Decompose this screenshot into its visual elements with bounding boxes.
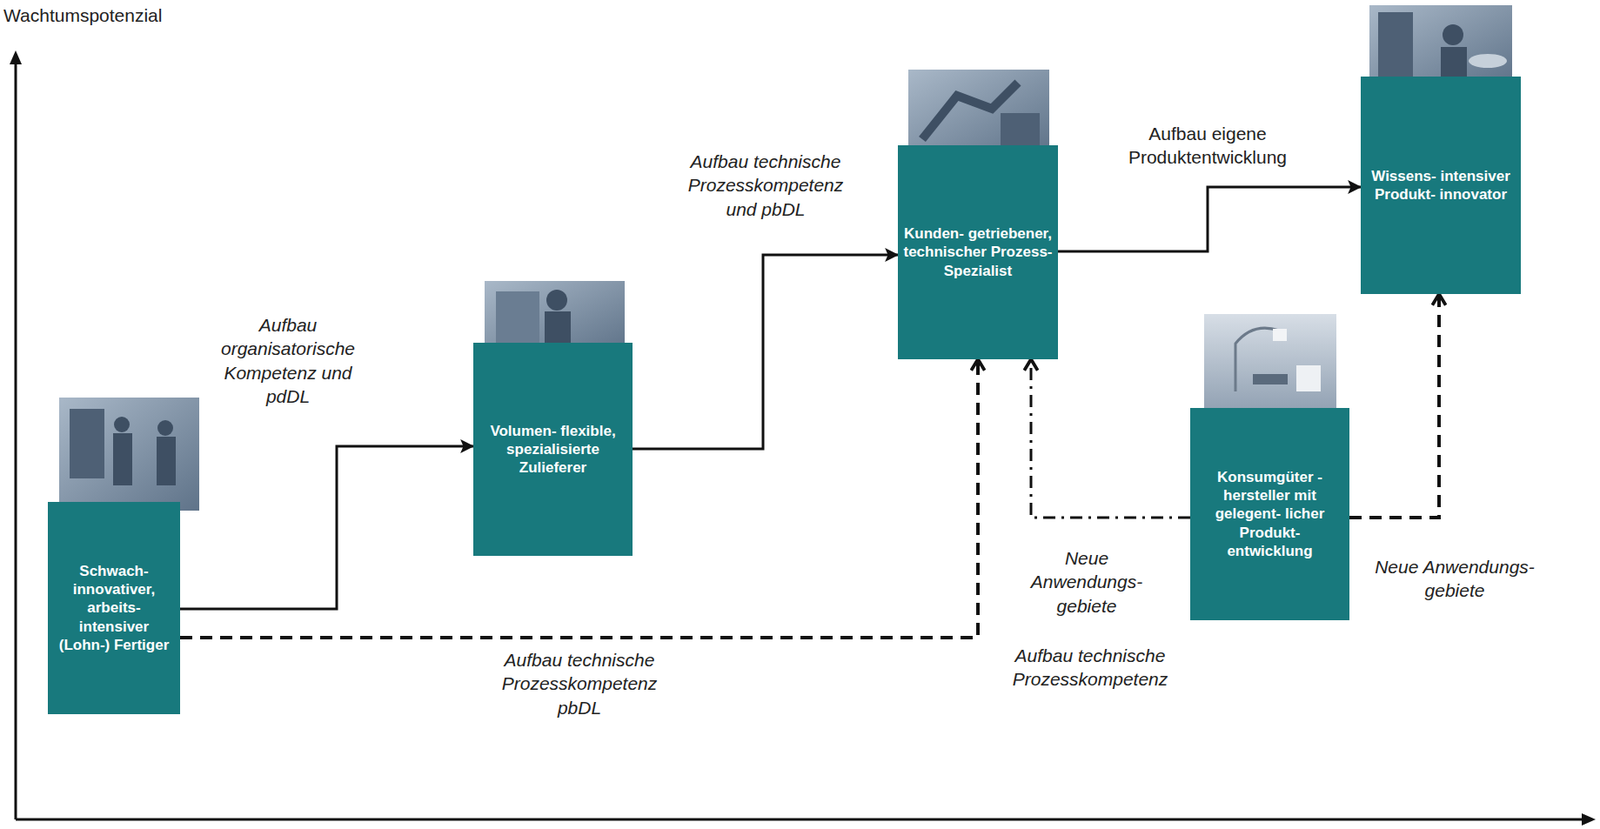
photo-detail bbox=[157, 420, 174, 436]
stage-label: Volumen- flexible, spezialisierte Zulief… bbox=[478, 421, 628, 478]
stage-label: Konsumgüter -hersteller mit gelegent- li… bbox=[1195, 468, 1345, 561]
photo-frame bbox=[1204, 314, 1337, 415]
note-label: Aufbau technische Prozesskompetenz bbox=[985, 643, 1195, 692]
photo-detail bbox=[1000, 113, 1040, 148]
photo-detail bbox=[113, 416, 130, 433]
connector bbox=[1030, 359, 1191, 518]
photo-detail bbox=[69, 408, 105, 479]
edge-label: Aufbau eigene Produktentwicklung bbox=[1120, 121, 1295, 170]
y-axis bbox=[14, 60, 18, 820]
edge-label: Neue Anwendungs- gebiete bbox=[1030, 546, 1144, 618]
photo bbox=[484, 281, 625, 351]
stage-box: Kunden- getriebener, technischer Prozess… bbox=[897, 145, 1058, 360]
connector bbox=[1349, 294, 1440, 518]
axis-arrow bbox=[9, 50, 22, 65]
axis-label: Wachtumspotenzial bbox=[3, 3, 162, 27]
axis-arrow bbox=[1581, 813, 1596, 826]
stage-box: Wissens- intensiver Produkt- innovator bbox=[1360, 76, 1521, 295]
photo-detail bbox=[1252, 374, 1288, 385]
x-axis bbox=[15, 818, 1586, 822]
stage-label: Kunden- getriebener, technischer Prozess… bbox=[903, 224, 1053, 281]
photo-detail bbox=[1442, 24, 1464, 46]
edge-label: Aufbau technische Prozesskompetenz und p… bbox=[674, 149, 857, 221]
connector bbox=[180, 446, 474, 610]
photo-frame bbox=[484, 281, 625, 351]
photo bbox=[59, 397, 200, 511]
photo-detail bbox=[1378, 12, 1413, 78]
stage-label: Wissens- intensiver Produkt- innovator bbox=[1365, 167, 1516, 205]
photo bbox=[1369, 5, 1513, 84]
edge-label: Neue Anwendungs- gebiete bbox=[1367, 555, 1542, 603]
photo-detail bbox=[1468, 53, 1507, 68]
photo-detail bbox=[113, 433, 133, 486]
photo-frame bbox=[59, 397, 200, 511]
edge-label: Aufbau technische Prozesskompetenz pbDL bbox=[488, 648, 671, 720]
photo-detail bbox=[495, 291, 540, 344]
photo-frame bbox=[908, 69, 1050, 153]
stage-label: Schwach- innovativer, arbeits- intensive… bbox=[53, 562, 175, 655]
connector bbox=[1057, 187, 1361, 252]
photo-detail bbox=[546, 289, 568, 311]
stage-box: Schwach- innovativer, arbeits- intensive… bbox=[47, 502, 181, 715]
photo-frame bbox=[1369, 5, 1513, 84]
photo-detail bbox=[544, 311, 571, 347]
photo-detail bbox=[156, 436, 176, 486]
photo-detail bbox=[1272, 328, 1287, 342]
photo-detail bbox=[1296, 365, 1321, 392]
stage-box: Volumen- flexible, spezialisierte Zulief… bbox=[473, 342, 633, 556]
edge-label: Aufbau organisatorische Kompetenz und pd… bbox=[205, 313, 371, 409]
photo bbox=[1204, 314, 1337, 415]
photo bbox=[908, 69, 1050, 153]
connector bbox=[632, 254, 898, 449]
stage-box: Konsumgüter -hersteller mit gelegent- li… bbox=[1190, 408, 1350, 621]
axes bbox=[9, 50, 1596, 826]
